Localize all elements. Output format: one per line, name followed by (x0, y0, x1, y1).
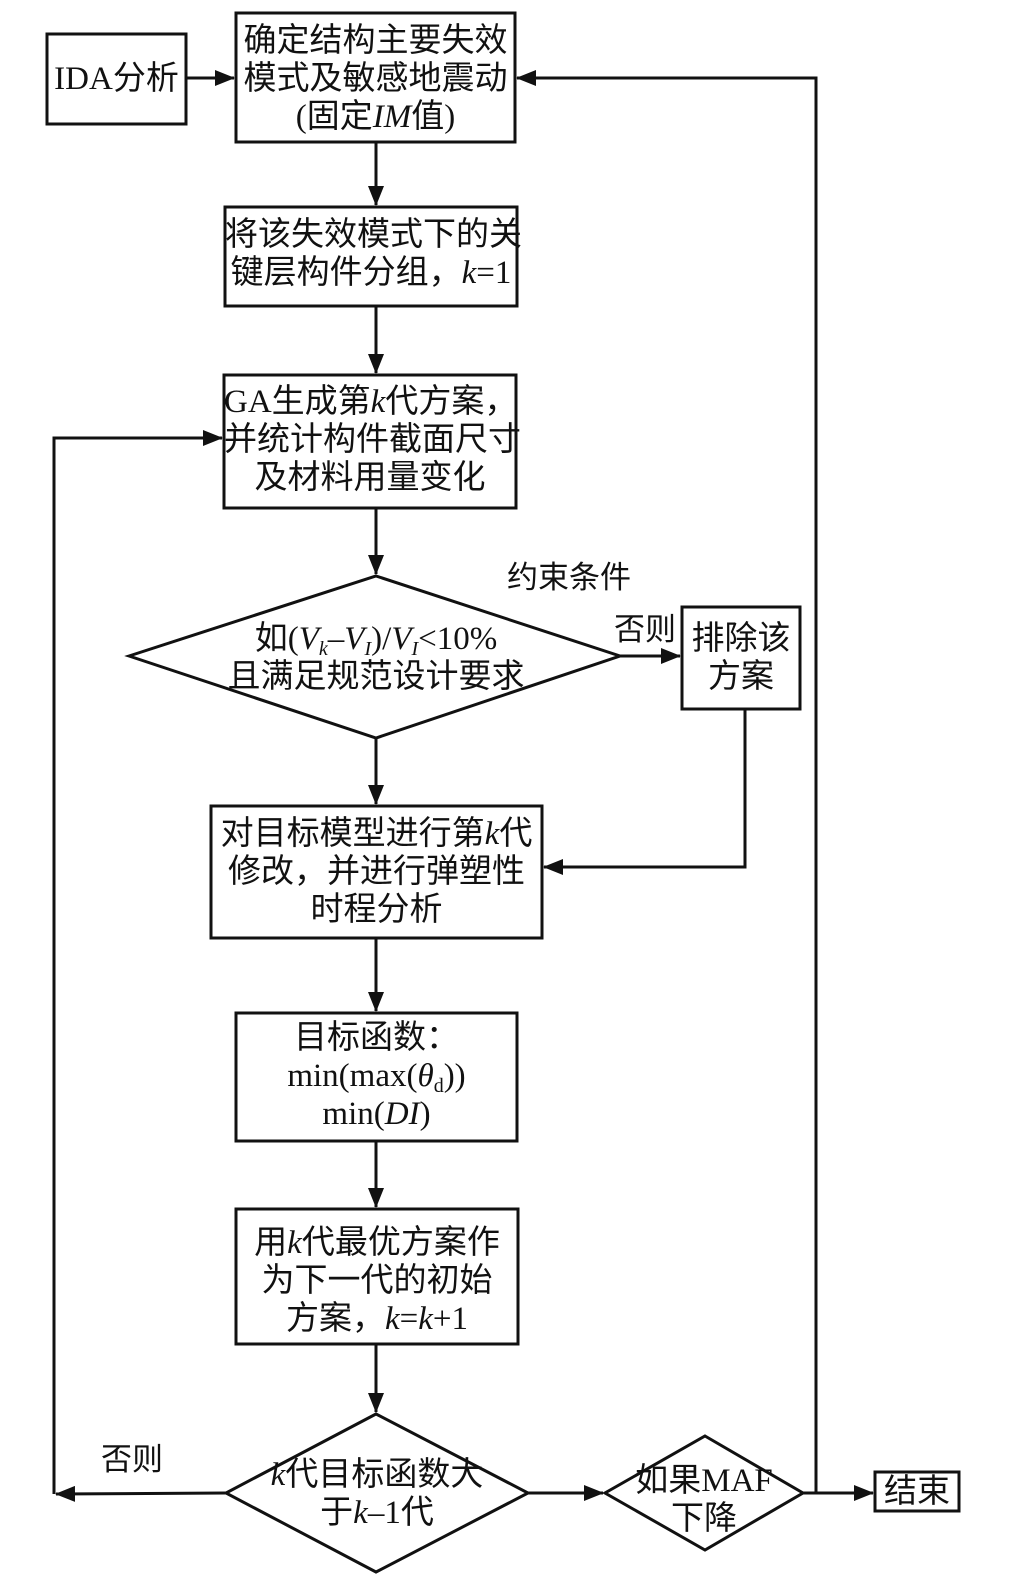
else-exclude-label: 否则 (614, 612, 676, 647)
ga-generate-label-line: 及材料用量变化 (254, 460, 486, 496)
compare-generation-diamond (222, 1412, 532, 1574)
next-generation-label-line: 方案，k=k+1 (285, 1301, 469, 1337)
next-generation-label-line: 为下一代的初始 (261, 1263, 493, 1299)
constraint-title-label: 约束条件 (507, 560, 631, 595)
constraint-label-line: 如(Vk–VI)/VI<10% (254, 621, 498, 660)
group-members-box (223, 205, 519, 308)
ga-generate-label-line: 并统计构件截面尺寸 (224, 422, 521, 458)
modify-model-label-line: 对目标模型进行第k代 (220, 816, 533, 852)
exclude-scheme-box (680, 605, 802, 711)
exclude-scheme-label-line: 方案 (708, 659, 774, 695)
constraint-label: 如(Vk–VI)/VI<10%且满足规范设计要求 (190, 620, 562, 696)
ga-generate-label: GA生成第k代方案，并统计构件截面尺寸及材料用量变化 (224, 383, 521, 497)
edge-compare-else-left (55, 1485, 227, 1502)
modify-model-label-line: 修改，并进行弹塑性 (228, 854, 525, 890)
edge-exclude-to-modify (543, 709, 747, 875)
modify-model-box (209, 804, 544, 940)
objective-function-label-line: 目标函数： (294, 1020, 459, 1056)
objective-function-box (234, 1011, 519, 1143)
ga-generate-box (222, 373, 518, 510)
exclude-scheme-label: 排除该方案 (682, 620, 800, 696)
objective-function-label-line: min(DI) (322, 1096, 431, 1132)
edge-loop-back-to-ga (52, 430, 223, 1494)
exclude-scheme-label-line: 排除该 (691, 621, 791, 657)
end-label: 结束 (875, 1473, 959, 1511)
edge-maf-loop-to-determine (516, 70, 818, 1493)
determine-failure-mode-label-line: 确定结构主要失效 (243, 23, 508, 59)
objective-function-label-line: min(max(θd)) (287, 1058, 466, 1097)
ga-generate-label-line: GA生成第k代方案， (224, 384, 518, 420)
maf-decrease-label-line: 如果MAF (635, 1463, 773, 1499)
maf-decrease-diamond (601, 1434, 806, 1552)
objective-function-label: 目标函数：min(max(θd))min(DI) (236, 1019, 517, 1133)
determine-failure-mode-label-line: 模式及敏感地震动 (243, 61, 508, 97)
group-members-label-line: 键层构件分组，k=1 (230, 255, 512, 291)
compare-generation-label-line: 于k–1代 (320, 1495, 434, 1531)
compare-generation-label-line: k代目标函数大 (270, 1457, 484, 1493)
determine-failure-mode-label-line: (固定IM值) (295, 99, 456, 135)
maf-decrease-label-line: 下降 (671, 1501, 737, 1537)
next-generation-label-line: 用k代最优方案作 (254, 1225, 500, 1261)
modify-model-label-line: 时程分析 (310, 892, 443, 928)
ida-box (45, 32, 188, 126)
end-box (873, 1470, 961, 1513)
determine-failure-mode-label: 确定结构主要失效模式及敏感地震动(固定IM值) (236, 22, 515, 136)
group-members-label: 将该失效模式下的关键层构件分组，k=1 (225, 216, 522, 292)
compare-generation-label: k代目标函数大于k–1代 (226, 1456, 528, 1532)
ida-label-line: IDA分析 (54, 61, 179, 97)
next-generation-label: 用k代最优方案作为下一代的初始方案，k=k+1 (236, 1224, 518, 1338)
modify-model-label: 对目标模型进行第k代修改，并进行弹塑性时程分析 (211, 815, 542, 929)
constraint-label-line: 且满足规范设计要求 (227, 659, 525, 695)
ida-label: IDA分析 (47, 60, 186, 98)
else-loop-label: 否则 (101, 1442, 163, 1477)
end-label-line: 结束 (884, 1474, 950, 1510)
group-members-label-line: 将该失效模式下的关 (225, 217, 522, 253)
determine-failure-mode-box (234, 11, 517, 144)
